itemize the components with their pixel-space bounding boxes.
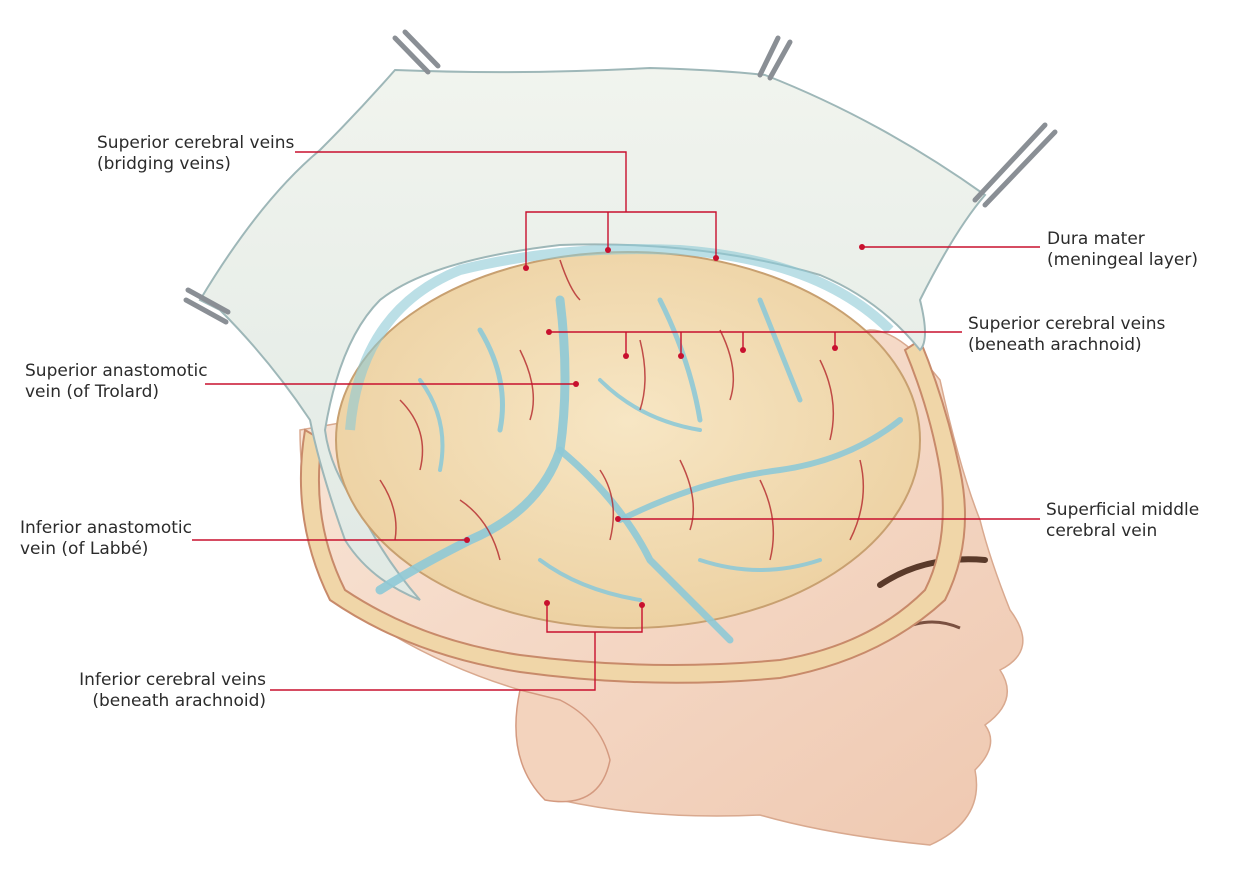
label-inferior-cerebral-veins: Inferior cerebral veins (beneath arachno… bbox=[79, 670, 266, 711]
leader-superior-bridging-bracket bbox=[525, 211, 717, 268]
eyebrow bbox=[877, 556, 988, 588]
leader-inferior-beneath bbox=[270, 632, 596, 691]
pointer-dots bbox=[464, 244, 865, 608]
arteries bbox=[379, 259, 865, 561]
label-inferior-anastomotic-vein: Inferior anastomotic vein (of Labbé) bbox=[20, 518, 192, 559]
label-superficial-middle-cerebral-vein: Superficial middle cerebral vein bbox=[1046, 500, 1200, 541]
dura-flap bbox=[198, 66, 987, 601]
retractor-clamps bbox=[183, 29, 1058, 325]
ear bbox=[515, 689, 611, 803]
label-superior-anastomotic-vein: Superior anastomotic vein (of Trolard) bbox=[25, 361, 208, 402]
veins bbox=[375, 295, 903, 644]
label-superior-cerebral-veins-bridging: Superior cerebral veins (bridging veins) bbox=[97, 133, 295, 174]
arachnoid-edge bbox=[345, 244, 894, 431]
label-dura-mater: Dura mater (meningeal layer) bbox=[1047, 229, 1198, 270]
leader-lines bbox=[192, 151, 1040, 691]
leader-superior-bridging bbox=[295, 151, 627, 212]
leader-inferior-bracket bbox=[546, 603, 643, 633]
label-superior-cerebral-veins-beneath-arachnoid: Superior cerebral veins (beneath arachno… bbox=[968, 314, 1166, 355]
brain-surface bbox=[335, 251, 921, 629]
